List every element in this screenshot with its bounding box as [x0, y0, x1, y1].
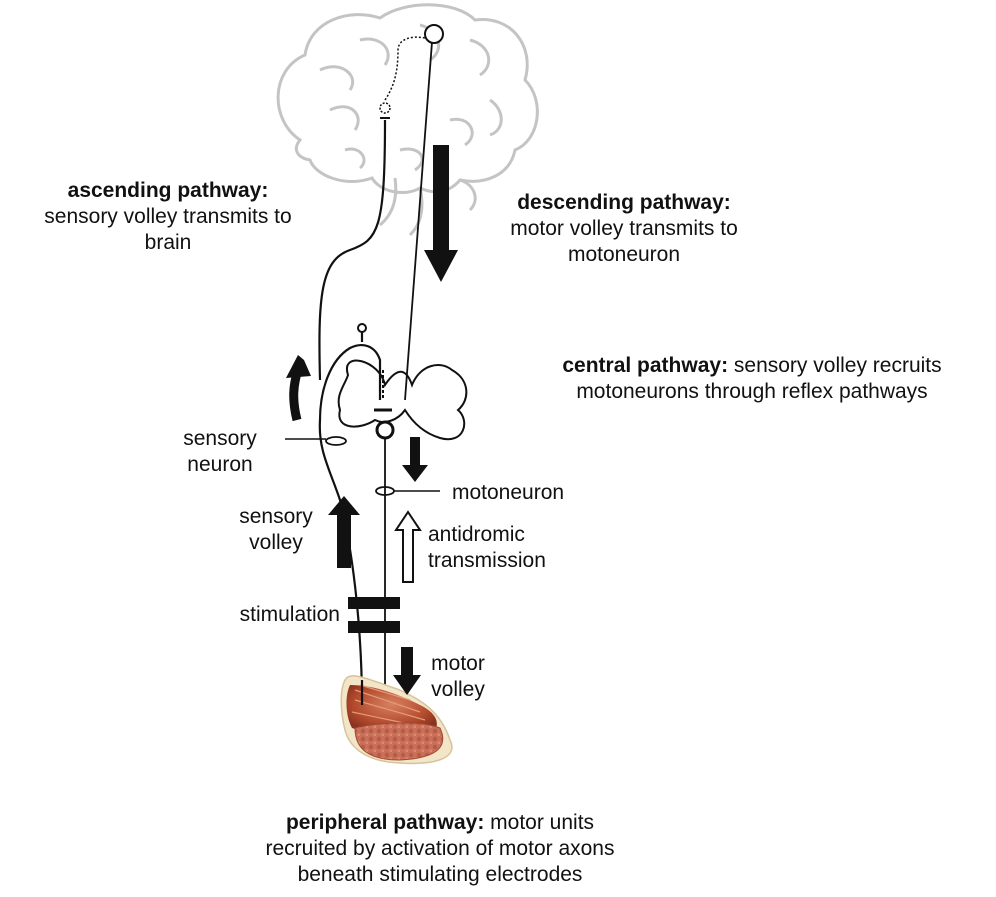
sensory-volley-label-1: sensory: [239, 505, 313, 528]
motoneuron-body: [377, 422, 393, 438]
sensory-cell-body: [358, 324, 366, 332]
ascending-line1: sensory volley transmits to: [44, 205, 291, 228]
antidromic-label: antidromic transmission: [428, 522, 598, 574]
central-title: central pathway:: [562, 354, 728, 377]
descending-line1: motor volley transmits to: [510, 217, 738, 240]
motoneuron-label-text: motoneuron: [452, 481, 564, 504]
brain-upper-neuron: [425, 25, 443, 43]
central-pathway-text: central pathway: sensory volley recruits…: [522, 353, 982, 405]
spinal-cord-outline: [339, 361, 467, 440]
antidromic-label-2: transmission: [428, 549, 546, 572]
sensory-neuron-label-2: neuron: [187, 453, 252, 476]
motor-down-arrow: [402, 437, 428, 482]
sensory-neuron-label-1: sensory: [183, 427, 257, 450]
ascending-title: ascending pathway:: [68, 179, 269, 202]
descending-arrow: [424, 145, 458, 282]
peripheral-pathway-text: peripheral pathway: motor units recruite…: [220, 810, 660, 888]
peripheral-line3: beneath stimulating electrodes: [298, 863, 583, 886]
descending-pathway-text: descending pathway: motor volley transmi…: [474, 190, 774, 268]
motor-volley-label: motor volley: [420, 651, 496, 703]
ascending-curved-arrow: [294, 370, 298, 420]
antidromic-label-1: antidromic: [428, 523, 525, 546]
sensory-ellipse: [326, 437, 346, 445]
motor-volley-label-1: motor: [431, 652, 485, 675]
descending-line2: motoneuron: [568, 243, 680, 266]
antidromic-arrow: [396, 512, 420, 582]
sensory-neuron-label: sensory neuron: [160, 426, 280, 478]
electrode-bottom: [348, 621, 400, 633]
ascending-pathway-text: ascending pathway: sensory volley transm…: [10, 178, 326, 256]
central-line2: motoneurons through reflex pathways: [576, 380, 927, 403]
central-line1: sensory volley recruits: [728, 354, 942, 377]
peripheral-title: peripheral pathway:: [286, 811, 484, 834]
brain-lower-neuron: [380, 103, 390, 113]
motoneuron-label: motoneuron: [452, 480, 612, 506]
brain-dotted-connection: [385, 37, 425, 100]
sensory-volley-label-2: volley: [249, 531, 303, 554]
descending-title: descending pathway:: [517, 191, 731, 214]
ascending-line2: brain: [145, 231, 192, 254]
motor-volley-arrow: [393, 647, 421, 695]
peripheral-line2: recruited by activation of motor axons: [265, 837, 614, 860]
sensory-volley-arrow: [328, 496, 360, 568]
electrode-top: [348, 597, 400, 609]
sensory-volley-label: sensory volley: [220, 504, 332, 556]
motor-volley-label-2: volley: [431, 678, 485, 701]
peripheral-line1: motor units: [484, 811, 594, 834]
stimulation-label: stimulation: [196, 602, 340, 628]
descending-axon: [405, 42, 432, 400]
stimulation-label-text: stimulation: [240, 603, 340, 626]
